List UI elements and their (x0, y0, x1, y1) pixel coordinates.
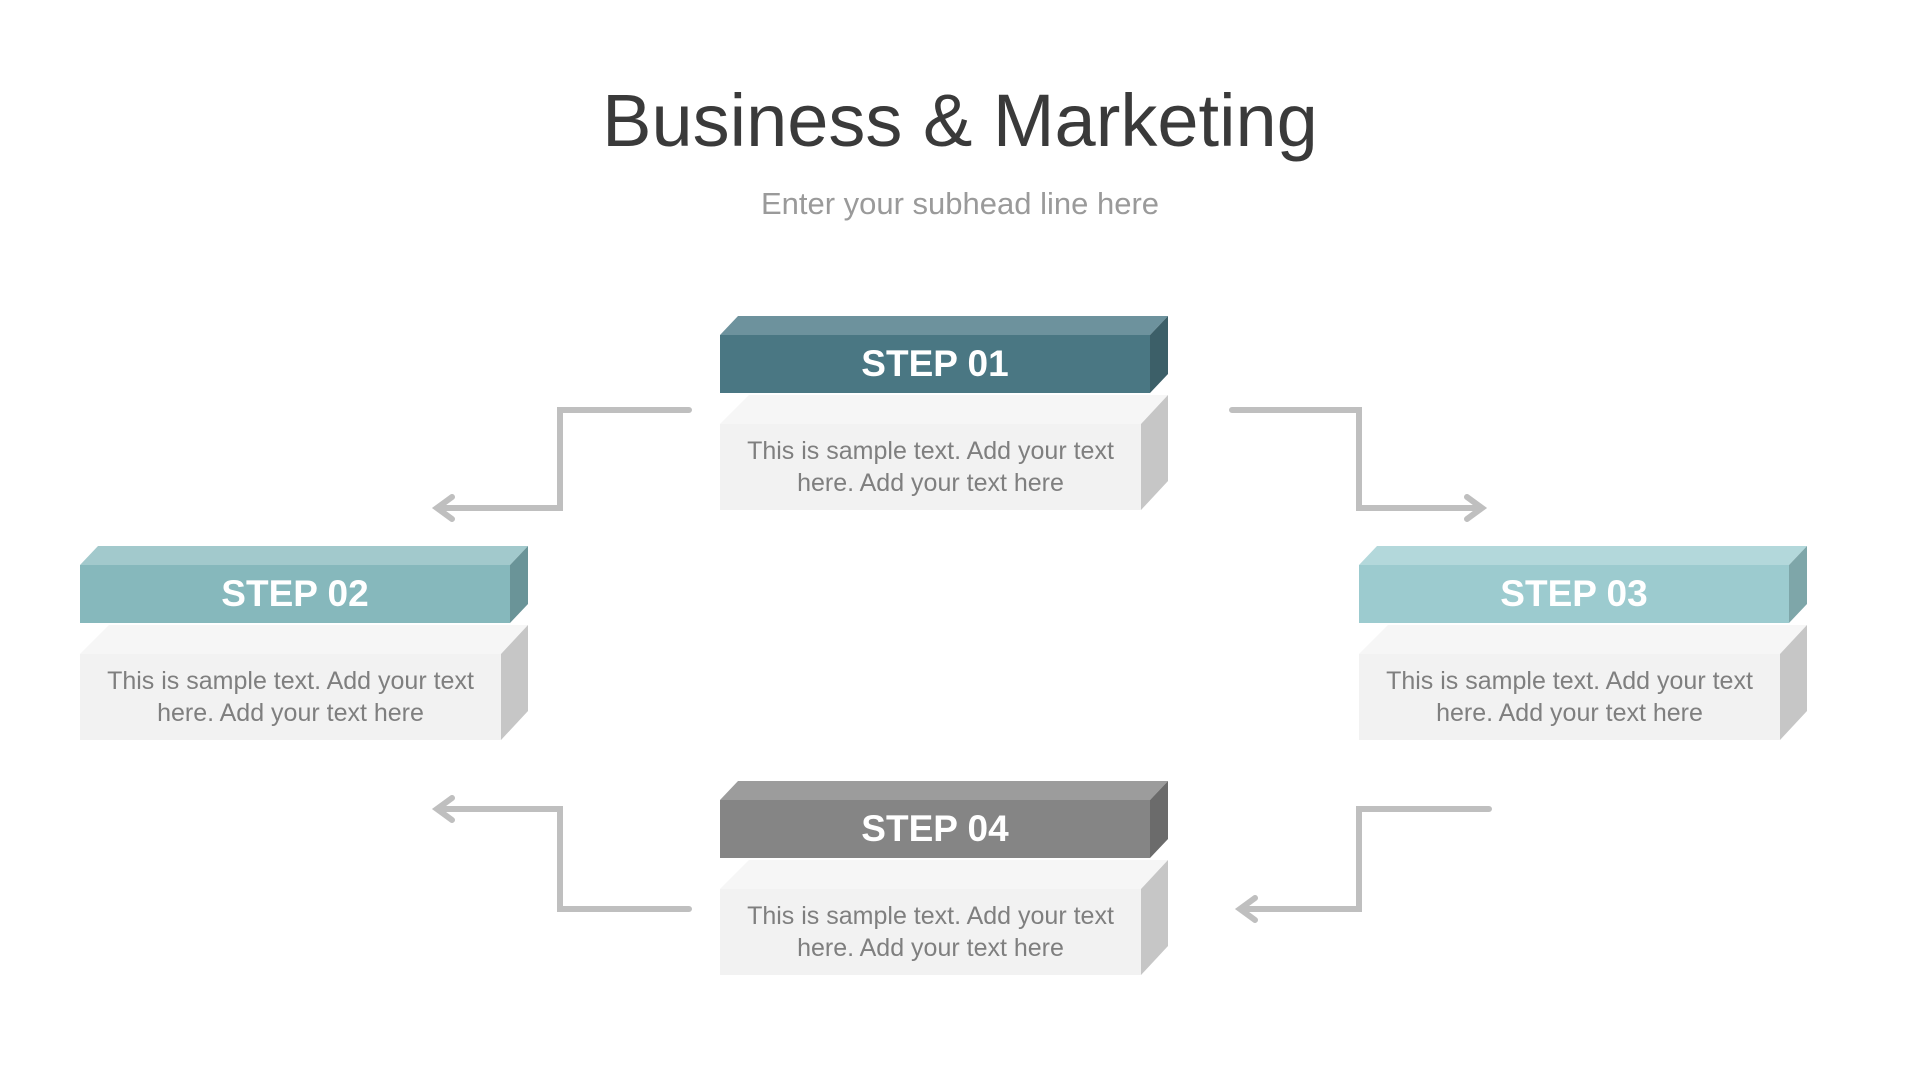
arrow-step1-to-step2 (431, 407, 692, 522)
step-header-top-face (80, 546, 528, 565)
page-subhead: Enter your subhead line here (760, 186, 1160, 221)
step-header: STEP 04 (720, 800, 1150, 858)
arrow-step1-to-step3 (1229, 407, 1488, 522)
step-header-side-face (510, 546, 528, 623)
step-02: STEP 02 This is sample text. Add your te… (80, 546, 550, 746)
step-04: STEP 04 This is sample text. Add your te… (720, 781, 1190, 981)
step-header-side-face (1150, 316, 1168, 393)
arrow-step3-to-step4 (1234, 806, 1492, 923)
step-header-side-face (1150, 781, 1168, 858)
step-header: STEP 03 (1359, 565, 1789, 623)
step-header-top-face (1359, 546, 1807, 565)
step-body-top-face (720, 395, 1168, 424)
step-header: STEP 01 (720, 335, 1150, 393)
step-body-top-face (720, 860, 1168, 889)
step-body-text: This is sample text. Add your text here.… (720, 889, 1141, 975)
step-body-top-face (80, 625, 528, 654)
step-header: STEP 02 (80, 565, 510, 623)
step-body-text: This is sample text. Add your text here.… (1359, 654, 1780, 740)
step-header-top-face (720, 316, 1168, 335)
step-03: STEP 03 This is sample text. Add your te… (1359, 546, 1829, 746)
step-body-text: This is sample text. Add your text here.… (80, 654, 501, 740)
step-body-text: This is sample text. Add your text here.… (720, 424, 1141, 510)
page-title: Business & Marketing (602, 79, 1318, 162)
step-header-top-face (720, 781, 1168, 800)
step-01: STEP 01 This is sample text. Add your te… (720, 316, 1190, 516)
arrow-step4-to-step2 (431, 795, 692, 912)
step-body-top-face (1359, 625, 1807, 654)
step-header-side-face (1789, 546, 1807, 623)
